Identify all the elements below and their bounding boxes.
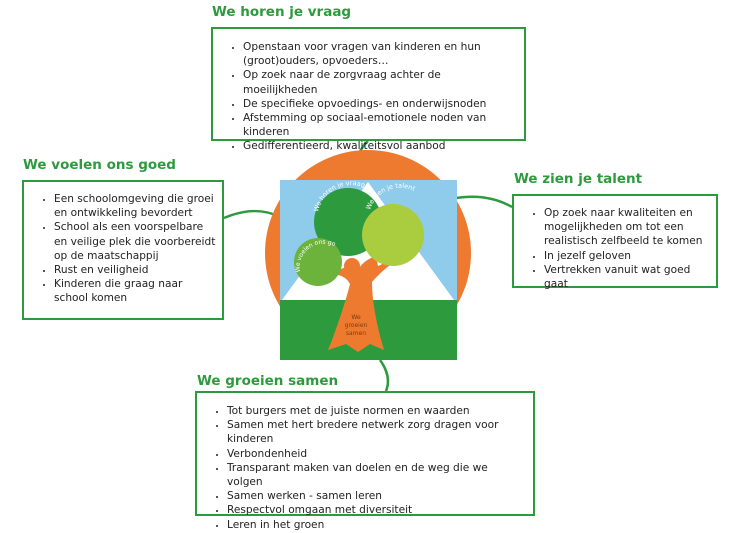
logo-crown-right bbox=[362, 204, 424, 266]
logo-tree-trunk bbox=[328, 254, 408, 352]
heading-we-groeien-samen: We groeien samen bbox=[197, 373, 339, 389]
list-we-zien-je-talent: Op zoek naar kwaliteiten en mogelijkhede… bbox=[522, 206, 710, 291]
list-we-groeien-samen: Tot burgers met de juiste normen en waar… bbox=[205, 404, 525, 532]
box-we-voelen-ons-goed: Een schoolomgeving die groei en ontwikke… bbox=[22, 180, 224, 320]
list-item: In jezelf geloven bbox=[544, 249, 710, 263]
list-we-horen-je-vraag: Openstaan voor vragen van kinderen en hu… bbox=[221, 40, 516, 154]
list-item: Samen met hert bredere netwerk zorg drag… bbox=[227, 418, 525, 446]
list-item: Rust en veiligheid bbox=[54, 263, 216, 277]
list-item: Kinderen die graag naar school komen bbox=[54, 277, 216, 305]
connector-bottom bbox=[378, 359, 390, 392]
box-we-zien-je-talent: Op zoek naar kwaliteiten en mogelijkhede… bbox=[512, 194, 718, 291]
list-item: Vertrekken vanuit wat goed gaat bbox=[544, 263, 710, 291]
heading-we-voelen-ons-goed: We voelen ons goed bbox=[23, 157, 176, 173]
list-we-voelen-ons-goed: Een schoolomgeving die groei en ontwikke… bbox=[32, 192, 216, 306]
logo-trunk-text-2: groeien bbox=[345, 322, 368, 329]
list-item: Op zoek naar de zorgvraag achter de moei… bbox=[243, 68, 516, 96]
logo-head bbox=[344, 258, 360, 274]
list-item: Tot burgers met de juiste normen en waar… bbox=[227, 404, 525, 418]
list-item: Gedifferentieerd, kwaliteitsvol aanbod bbox=[243, 139, 516, 153]
list-item: Respectvol omgaan met diversiteit bbox=[227, 503, 525, 517]
logo-trunk-text-3: samen bbox=[346, 330, 366, 337]
list-item: Afstemming op sociaal-emotionele noden v… bbox=[243, 111, 516, 139]
list-item: Een schoolomgeving die groei en ontwikke… bbox=[54, 192, 216, 220]
box-we-groeien-samen: Tot burgers met de juiste normen en waar… bbox=[195, 391, 535, 531]
list-item: Transparant maken van doelen en de weg d… bbox=[227, 461, 525, 489]
logo-crown-left bbox=[294, 238, 342, 286]
heading-we-zien-je-talent: We zien je talent bbox=[514, 171, 643, 187]
list-item: Op zoek naar kwaliteiten en mogelijkhede… bbox=[544, 206, 710, 249]
list-item: School als een voorspelbare en veilige p… bbox=[54, 220, 216, 263]
list-item: De specifieke opvoedings- en onderwijsno… bbox=[243, 97, 516, 111]
box-we-horen-je-vraag: Openstaan voor vragen van kinderen en hu… bbox=[211, 27, 526, 152]
list-item: Verbondenheid bbox=[227, 447, 525, 461]
list-item: Samen werken - samen leren bbox=[227, 489, 525, 503]
logo-trunk-text-1: We bbox=[351, 314, 361, 321]
list-item: Openstaan voor vragen van kinderen en hu… bbox=[243, 40, 516, 68]
heading-we-horen-je-vraag: We horen je vraag bbox=[212, 4, 352, 20]
